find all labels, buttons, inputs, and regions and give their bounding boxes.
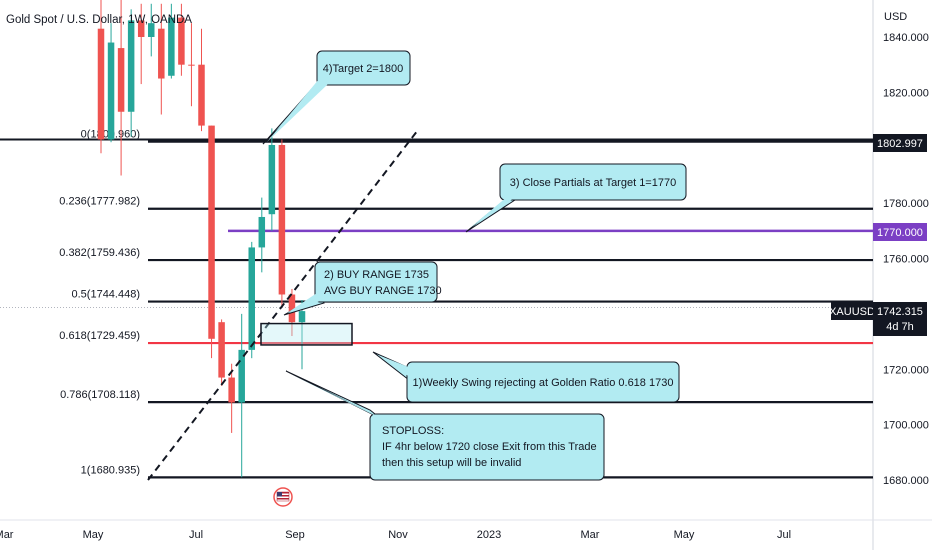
candle-body <box>188 64 195 66</box>
buy-range-text-1: 2) BUY RANGE 1735 <box>324 269 429 281</box>
time-tick-label: Jul <box>777 529 791 541</box>
fib-level-label: 0.618(1729.459) <box>59 330 140 342</box>
candle[interactable] <box>298 300 306 370</box>
partials-callout[interactable]: 3) Close Partials at Target 1=1770 <box>465 163 687 233</box>
stoploss-text-1: STOPLOSS: <box>382 425 444 437</box>
time-tick-label: Jul <box>189 529 203 541</box>
fib-level-label: 1(1680.935) <box>81 464 140 476</box>
symbol-label: XAUUSD <box>829 306 875 318</box>
candle-body <box>298 311 306 323</box>
swing-callout[interactable]: 1)Weekly Swing rejecting at Golden Ratio… <box>372 351 680 403</box>
us-flag-icon[interactable] <box>273 487 293 507</box>
time-axis[interactable]: Mar May Jul Sep Nov 2023 Mar May Jul <box>0 529 791 541</box>
candle-body <box>278 144 286 295</box>
candle[interactable] <box>188 23 195 107</box>
candle[interactable] <box>218 319 225 386</box>
price-tick-label: 1780.000 <box>883 198 929 210</box>
time-tick-label: Nov <box>388 529 408 541</box>
time-tick-label: Mar <box>0 529 14 541</box>
candle[interactable] <box>137 3 145 85</box>
candle-body <box>268 144 276 215</box>
fib-level-label: 0.382(1759.436) <box>59 247 140 259</box>
fib-level-label: 0.786(1708.118) <box>60 389 140 401</box>
price-axis[interactable]: 1840.000 1820.000 1780.000 1760.000 1720.000… <box>883 32 929 487</box>
candle[interactable] <box>148 3 155 57</box>
fib-level-label: 0.236(1777.982) <box>59 196 140 208</box>
buy-range-callout[interactable]: 2) BUY RANGE 1735 AVG BUY RANGE 1730 <box>283 261 442 316</box>
time-tick-label: 2023 <box>477 529 501 541</box>
fib-retracement-layer[interactable]: 0(1800.960)0.236(1777.982)0.382(1759.436… <box>0 129 873 479</box>
candle[interactable] <box>278 139 286 306</box>
buy-zone-box[interactable] <box>260 322 353 346</box>
time-tick-label: Mar <box>581 529 600 541</box>
partials-text: 3) Close Partials at Target 1=1770 <box>510 177 676 189</box>
swing-high-badge: 1802.997 <box>873 134 927 152</box>
candle[interactable] <box>97 0 105 154</box>
candle-body <box>127 20 135 112</box>
price-tick-label: 1680.000 <box>883 475 929 487</box>
candle[interactable] <box>208 125 215 359</box>
dashed-trendline[interactable] <box>147 129 419 481</box>
candle-body <box>288 294 296 323</box>
candle-body <box>198 64 205 126</box>
current-price-badge: XAUUSD 1742.315 4d 7h <box>829 302 927 336</box>
candle[interactable] <box>248 241 256 359</box>
time-tick-label: Sep <box>285 529 305 541</box>
candle-body <box>148 23 155 37</box>
price-tick-label: 1720.000 <box>883 364 929 376</box>
target2-text: 4)Target 2=1800 <box>323 63 403 75</box>
candle-body <box>228 377 235 403</box>
candle[interactable] <box>127 9 135 137</box>
candle-body <box>137 20 145 37</box>
swing-text: 1)Weekly Swing rejecting at Golden Ratio… <box>413 377 674 389</box>
current-price-value: 1742.315 <box>877 306 923 318</box>
stoploss-callout[interactable]: STOPLOSS: IF 4hr below 1720 close Exit f… <box>285 370 605 481</box>
candle[interactable] <box>158 3 165 115</box>
target2-callout[interactable]: 4)Target 2=1800 <box>262 50 411 145</box>
target1-badge: 1770.000 <box>873 223 927 241</box>
candle-body <box>97 28 105 140</box>
candle[interactable] <box>198 28 205 132</box>
annotation-layer[interactable] <box>147 85 419 481</box>
candle-body <box>258 216 266 248</box>
candle-body <box>238 349 245 403</box>
price-tick-label: 1760.000 <box>883 254 929 266</box>
time-tick-label: May <box>83 529 104 541</box>
candle[interactable] <box>268 128 276 231</box>
candle-body <box>168 17 175 76</box>
time-tick-label: May <box>674 529 695 541</box>
candles-layer[interactable] <box>97 0 306 478</box>
fib-level-label: 0.5(1744.448) <box>72 289 141 301</box>
candle-body <box>218 322 225 378</box>
candle-body <box>248 247 255 350</box>
target1-value: 1770.000 <box>877 227 923 239</box>
bar-countdown: 4d 7h <box>886 321 914 333</box>
price-tick-label: 1820.000 <box>883 87 929 99</box>
price-tick-label: 1840.000 <box>883 32 929 44</box>
stoploss-text-3: then this setup will be invalid <box>382 457 521 469</box>
candle[interactable] <box>228 363 235 433</box>
candle-body <box>158 28 165 79</box>
price-tick-label: 1700.000 <box>883 420 929 432</box>
candle-body <box>178 17 185 65</box>
candle[interactable] <box>117 0 125 176</box>
candle-body <box>107 42 115 140</box>
stoploss-text-2: IF 4hr below 1720 close Exit from this T… <box>382 441 597 453</box>
candle[interactable] <box>168 3 175 79</box>
currency-label: USD <box>884 11 907 23</box>
candle[interactable] <box>258 197 266 273</box>
candle-body <box>117 48 125 112</box>
candle-body <box>208 125 215 339</box>
buy-range-text-2: AVG BUY RANGE 1730 <box>324 285 442 297</box>
candle[interactable] <box>107 23 115 143</box>
swing-high-value: 1802.997 <box>877 138 923 150</box>
candle[interactable] <box>238 313 245 478</box>
candle[interactable] <box>178 3 185 76</box>
chart-title: Gold Spot / U.S. Dollar, 1W, OANDA <box>6 14 192 26</box>
